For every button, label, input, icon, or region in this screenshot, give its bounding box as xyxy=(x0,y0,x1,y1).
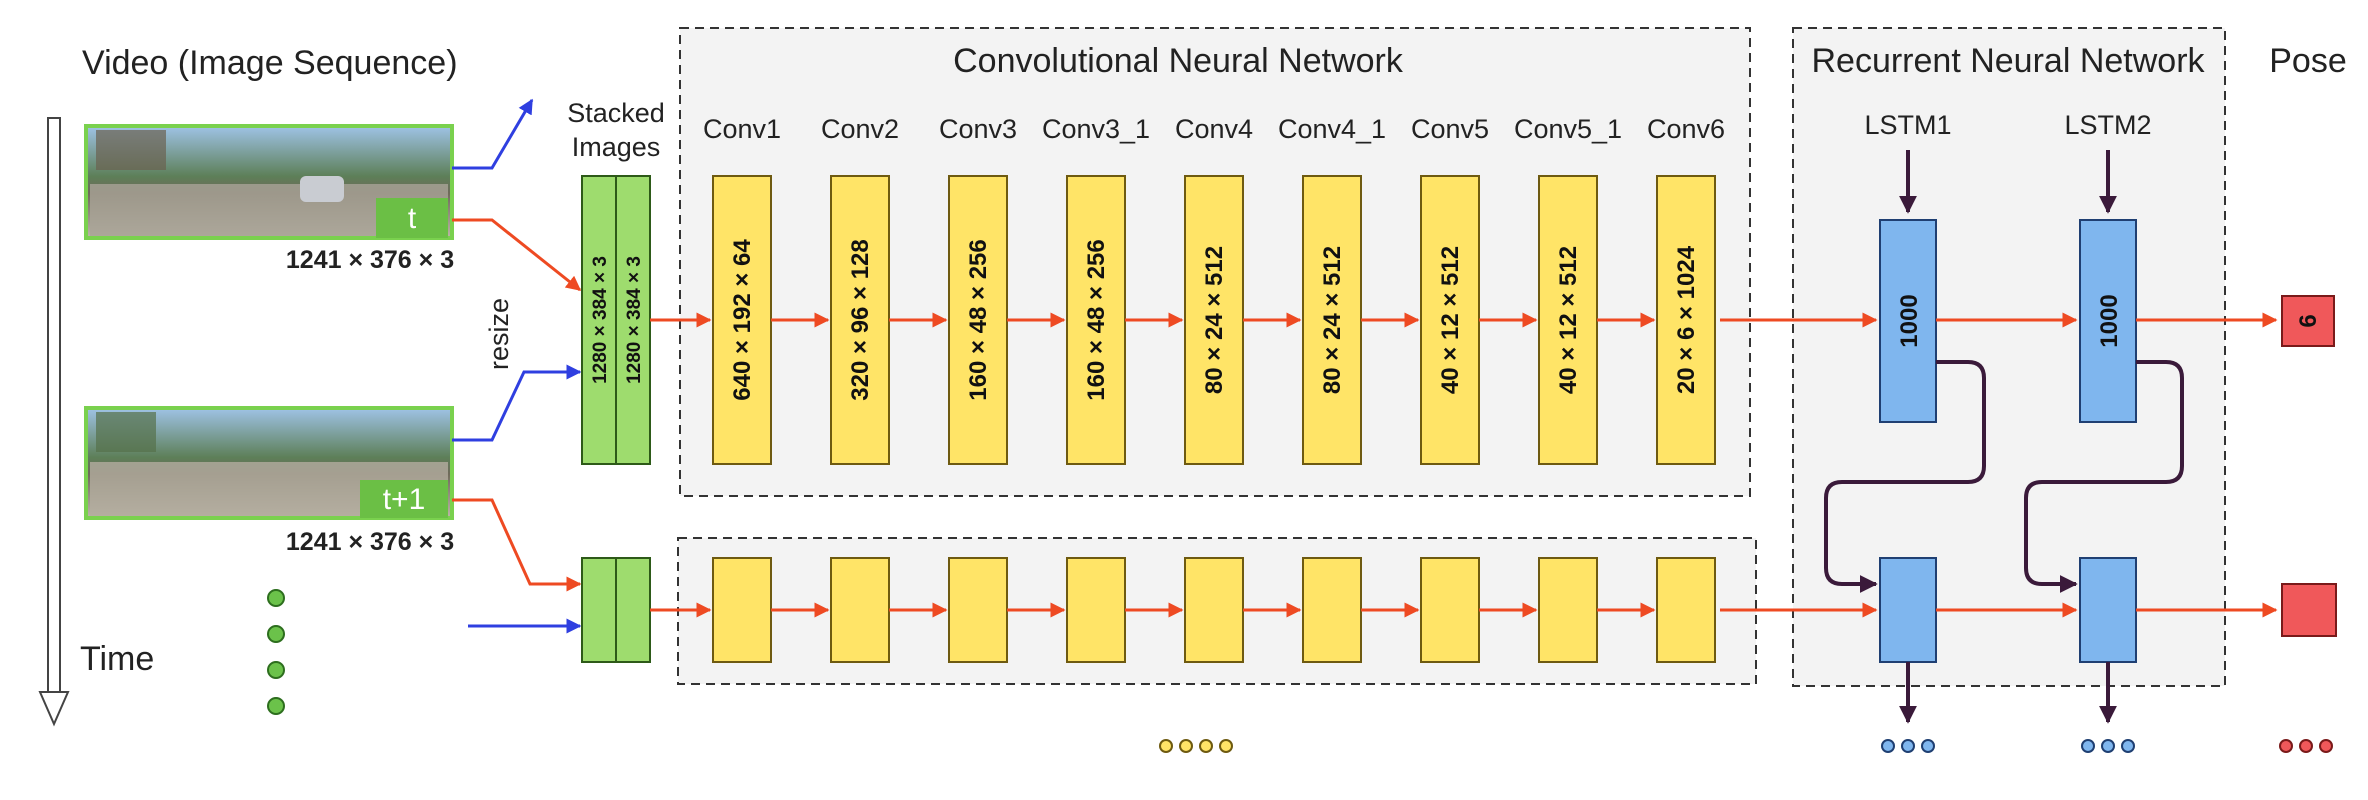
frame-dims-t1: 1241 × 376 × 3 xyxy=(286,528,454,556)
conv-layer-box-next xyxy=(948,557,1008,663)
rnn-panel xyxy=(1792,27,2226,687)
cnn-title: Convolutional Neural Network xyxy=(953,42,1404,80)
lstm2-continuation-dots xyxy=(2081,739,2135,753)
conv-layer-box-next xyxy=(1302,557,1362,663)
conv-layer-box-next xyxy=(712,557,772,663)
recurrent-arrow-lstm2 xyxy=(2024,360,2184,593)
video-frame-t: t xyxy=(84,124,454,240)
pose-output-dims: 6 xyxy=(2295,314,2322,327)
conv-continuation-dots xyxy=(1159,739,1233,753)
frame-dims-t: 1241 × 376 × 3 xyxy=(286,246,454,274)
conv-layer-name: Conv3 xyxy=(939,114,1017,144)
conv-layer-box xyxy=(1184,175,1244,465)
conv-layer-box-next xyxy=(1420,557,1480,663)
conv-layer-dims: 160 × 48 × 256 xyxy=(965,239,992,400)
conv-layer-box-next xyxy=(1184,557,1244,663)
conv-layer-dims: 80 × 24 × 512 xyxy=(1319,246,1346,394)
conv-layer-box-next xyxy=(830,557,890,663)
pose-output xyxy=(2281,295,2335,347)
conv-layer-box xyxy=(1538,175,1598,465)
stacked-images xyxy=(581,175,651,465)
conv-layer-dims: 80 × 24 × 512 xyxy=(1201,246,1228,394)
conv-layer-dims: 40 × 12 × 512 xyxy=(1555,246,1582,394)
rnn-title: Recurrent Neural Network xyxy=(1811,42,2205,80)
conv-layer-name: Conv6 xyxy=(1647,114,1725,144)
resize-label: resize xyxy=(484,298,514,370)
conv-layer-box xyxy=(1656,175,1716,465)
time-axis xyxy=(38,117,70,727)
stack-dims-1: 1280 × 384 × 3 xyxy=(590,256,611,384)
conv-layer-box xyxy=(1302,175,1362,465)
frame-tag-t: t xyxy=(408,202,417,235)
conv-layer-name: Conv5 xyxy=(1411,114,1489,144)
conv-layer-box xyxy=(830,175,890,465)
time-label: Time xyxy=(80,640,154,678)
conv-layer-box xyxy=(948,175,1008,465)
sequence-dots xyxy=(267,589,285,715)
conv-layers: Conv1 640 × 192 × 64 Conv2 320 × 96 × 128 Co… xyxy=(650,114,1725,465)
conv-layer-name: Conv2 xyxy=(821,114,899,144)
pose-title: Pose xyxy=(2269,42,2347,80)
recurrent-arrow-lstm1 xyxy=(1824,360,1986,593)
lstm1-units: 1000 xyxy=(1896,294,1923,347)
video-title: Video (Image Sequence) xyxy=(82,44,458,82)
arrow-t-out xyxy=(452,98,534,170)
stack-dims-2: 1280 × 384 × 3 xyxy=(624,256,645,384)
conv-layer-box-next xyxy=(1656,557,1716,663)
conv-layer-name: Conv5_1 xyxy=(1514,114,1622,144)
conv-layer-dims: 320 × 96 × 128 xyxy=(847,239,874,400)
lstm1-label: LSTM1 xyxy=(1864,110,1951,140)
arrow-t1-next xyxy=(452,498,582,592)
conv-layer-dims: 40 × 12 × 512 xyxy=(1437,246,1464,394)
stacked-images-next xyxy=(581,557,651,663)
conv-layer-box-next xyxy=(1538,557,1598,663)
lstm1-continuation-dots xyxy=(1881,739,1935,753)
arrow-t-stack xyxy=(452,218,582,292)
conv-layer-name: Conv4_1 xyxy=(1278,114,1386,144)
conv-layer-box-next xyxy=(1066,557,1126,663)
conv-layers-next xyxy=(650,557,1716,663)
conv-layer-box xyxy=(712,175,772,465)
frame-tag-t1: t+1 xyxy=(383,483,426,516)
conv-layer-dims: 160 × 48 × 256 xyxy=(1083,239,1110,400)
conv-layer-name: Conv1 xyxy=(703,114,781,144)
lstm1-cell xyxy=(1879,219,1937,423)
lstm2-cell-next xyxy=(2079,557,2137,663)
stack-title-line2: Images xyxy=(572,132,661,162)
conv-layer-box xyxy=(1066,175,1126,465)
lstm1-cell-next xyxy=(1879,557,1937,663)
stack-title-line1: Stacked xyxy=(567,98,665,128)
arrow-t1-stack xyxy=(452,364,582,442)
pose-output-next xyxy=(2281,583,2337,637)
conv-layer-dims: 20 × 6 × 1024 xyxy=(1673,245,1700,394)
conv-layer-box xyxy=(1420,175,1480,465)
conv-layer-name: Conv4 xyxy=(1175,114,1253,144)
lstm2-label: LSTM2 xyxy=(2064,110,2151,140)
video-frame-t1: t+1 xyxy=(84,406,454,520)
conv-layer-name: Conv3_1 xyxy=(1042,114,1150,144)
lstm2-units: 1000 xyxy=(2096,294,2123,347)
conv-layer-dims: 640 × 192 × 64 xyxy=(729,239,756,401)
pose-continuation-dots xyxy=(2279,739,2333,753)
